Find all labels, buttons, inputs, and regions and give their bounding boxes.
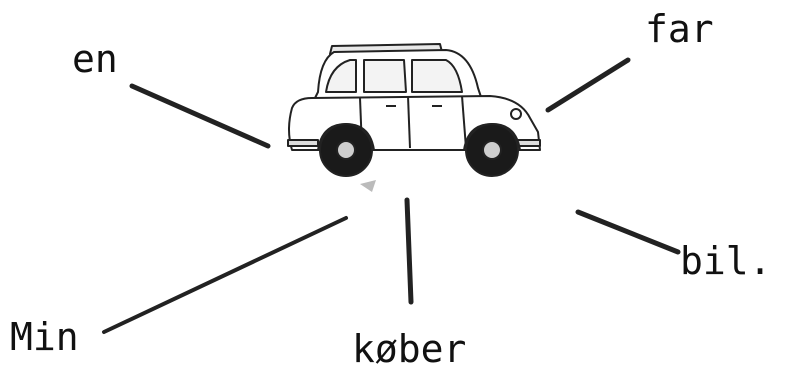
word-kober: køber	[352, 327, 467, 371]
word-bil: bil.	[680, 239, 772, 283]
line-far	[545, 57, 631, 113]
line-en	[129, 83, 271, 149]
word-far: far	[645, 7, 714, 51]
word-en: en	[72, 37, 118, 81]
line-kober	[404, 197, 414, 305]
word-min: Min	[10, 315, 79, 359]
line-bil	[575, 209, 681, 255]
line-min	[102, 216, 348, 334]
car-icon	[287, 43, 541, 192]
